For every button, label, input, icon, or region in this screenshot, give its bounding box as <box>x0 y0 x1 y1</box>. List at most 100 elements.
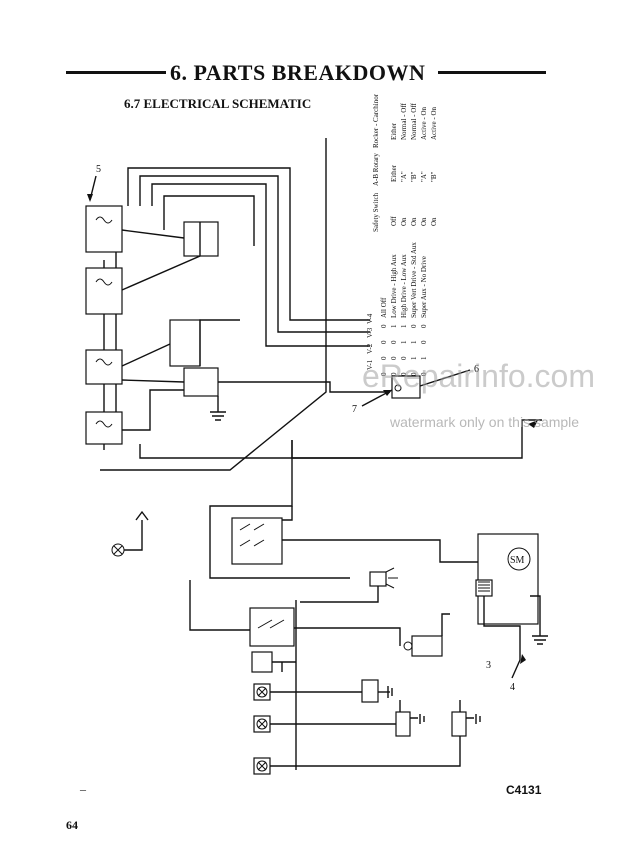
wire-air-lamp <box>270 730 461 767</box>
sensor-lens <box>394 384 402 392</box>
mode-row-4-label: Super Vert Drive - Std Aux <box>410 242 418 318</box>
mode-row-1-v4: 0 <box>380 324 388 328</box>
engine-sensor <box>411 635 443 657</box>
wire-to-sensor <box>218 381 390 393</box>
header-rule-right <box>438 71 546 74</box>
safety-row-2: On <box>400 217 408 226</box>
rocker-row-4: Active - On <box>420 106 428 140</box>
oil-lamp-icon <box>256 686 268 698</box>
wire-m3 <box>121 343 171 367</box>
mode-row-4-v4: 0 <box>410 324 418 328</box>
wire-harness-4 <box>163 195 255 246</box>
wire-harness-3 <box>151 183 370 347</box>
water-lamp-cross <box>257 719 267 729</box>
water-temp-switch <box>395 711 411 737</box>
callout-7: 7 <box>352 404 357 415</box>
air-lamp-cross <box>257 761 267 771</box>
mode-row-1-v3: 0 <box>380 340 388 344</box>
callout-6-leader <box>419 369 471 387</box>
mode-row-3-v2: 0 <box>400 356 408 360</box>
ground-symbol-2 <box>532 635 548 645</box>
ab-rotary-switch <box>183 221 219 257</box>
warn-lamp-icon <box>111 543 125 557</box>
wire-m5 <box>122 389 184 431</box>
air-lamp-icon <box>256 760 268 772</box>
mode-row-2-v4: 1 <box>390 324 398 328</box>
rocker-switch <box>183 367 219 397</box>
callout-4-arrow <box>520 654 526 664</box>
mode-row-1-v1: 0 <box>380 372 388 376</box>
safety-row-1: Off <box>390 216 398 226</box>
header-rocker: Rocker - Carchinor <box>372 93 380 148</box>
relay-coils <box>95 216 113 428</box>
rocker-row-3: Normal - Off <box>410 103 418 140</box>
mode-row-4-v2: 1 <box>410 356 418 360</box>
mode-row-5-v4: 0 <box>420 324 428 328</box>
figure-code: C4131 <box>506 783 542 797</box>
mode-row-5-v2: 1 <box>420 356 428 360</box>
ab-row-2: "A" <box>400 171 408 182</box>
mode-row-5-v3: 0 <box>420 340 428 344</box>
ab-row-3: "B" <box>410 171 418 182</box>
wire-diagonal <box>100 320 327 471</box>
glow-rays <box>385 567 398 589</box>
wire-harness-2 <box>139 175 370 333</box>
mode-row-2-v2: 0 <box>390 356 398 360</box>
callout-4-leader <box>511 659 521 679</box>
col-label-v2: V-2 <box>366 343 374 354</box>
wire-ign-to-starter <box>282 539 478 563</box>
rocker-row-5: Active - On <box>430 106 438 140</box>
warn-lamp-cross <box>113 545 123 555</box>
diode-pack <box>169 319 201 367</box>
wire-m2 <box>121 222 201 291</box>
safety-row-4: On <box>420 217 428 226</box>
mode-row-4-v1: 0 <box>410 372 418 376</box>
mode-row-3-v3: 1 <box>400 340 408 344</box>
wire-m4 <box>121 379 185 383</box>
wire-lower-bus <box>139 444 420 459</box>
ground-symbol-1 <box>210 411 226 421</box>
callout-7-arrow <box>383 390 392 396</box>
antenna-symbol <box>135 510 149 521</box>
col-label-v1: V-1 <box>366 359 374 370</box>
switch-state-table: Safety Switch A-B Rotary Rocker - Carchi… <box>372 93 438 232</box>
mode-row-1-v2: 0 <box>380 356 388 360</box>
callout-arrow-upper <box>528 420 538 428</box>
callout-5-arrow <box>87 194 93 202</box>
page-number: 64 <box>66 818 78 832</box>
mode-row-3-v1: 0 <box>400 372 408 376</box>
col-label-v3: V-3 <box>366 327 374 338</box>
callout-3: 3 <box>486 660 491 671</box>
glow-plug <box>369 571 387 587</box>
hour-meter-label: HM <box>253 658 271 669</box>
valve-relay-2 <box>85 267 123 315</box>
mode-row-2-v3: 0 <box>390 340 398 344</box>
ab-row-5: "B" <box>430 171 438 182</box>
carchinor-relay <box>85 349 123 385</box>
mode-row-4-v3: 1 <box>410 340 418 344</box>
starter-motor-assembly <box>477 533 539 625</box>
wire-to-callout-3 <box>483 596 521 660</box>
mode-row-2-label: Low Drive - High Aux <box>390 254 398 318</box>
callout-5: 5 <box>96 164 101 175</box>
header-ab-rotary: A-B Rotary <box>372 153 380 186</box>
wire-light-out <box>294 627 401 646</box>
mode-row-3-label: High Drive - Low Aux <box>400 254 408 318</box>
mode-row-1-label: All Off <box>380 297 388 318</box>
water-lamp-icon <box>256 718 268 730</box>
rocker-row-2: Normal - Off <box>400 103 408 140</box>
wire-m6 <box>199 319 240 366</box>
wire-m1 <box>121 229 185 239</box>
ground-symbol-5 <box>466 714 481 724</box>
starter-motor <box>507 547 531 571</box>
solenoid-coil <box>478 581 490 592</box>
light-switch-contacts <box>257 619 285 629</box>
col-label-v4: V-4 <box>366 313 374 324</box>
ignition-contacts <box>239 523 265 547</box>
oil-lamp-cross <box>257 687 267 697</box>
speed-sensor <box>391 375 421 399</box>
mode-row-5-v1: 0 <box>420 372 428 376</box>
mode-table: 0 0 0 0 All Off 0 0 0 1 Low Drive - High… <box>380 242 428 376</box>
wire-ign-top <box>282 506 293 521</box>
